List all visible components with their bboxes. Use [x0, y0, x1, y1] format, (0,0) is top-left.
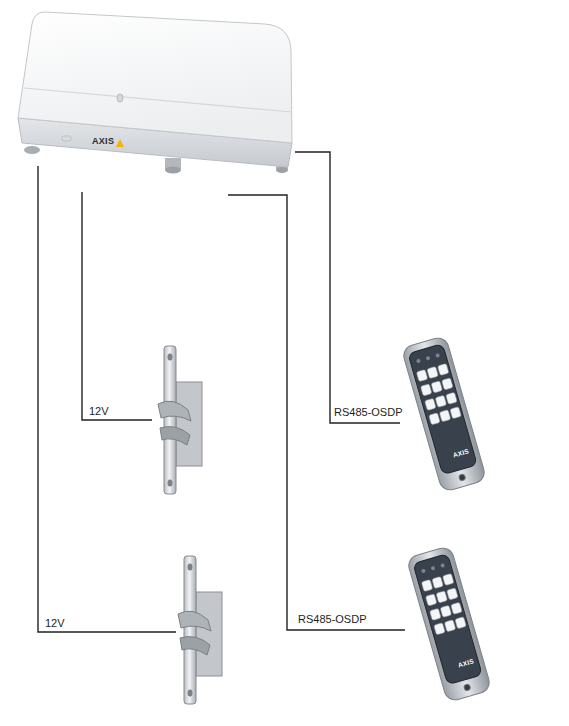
keypad-key	[446, 392, 457, 404]
keypad-key	[442, 573, 453, 585]
voltage-label: 12V	[44, 617, 66, 630]
keypad-key	[434, 623, 445, 635]
reader-housing	[401, 336, 487, 493]
door-controller: AXIS	[12, 8, 295, 195]
strike-latch	[180, 637, 210, 655]
screw-hole	[188, 564, 193, 571]
strike-body	[176, 382, 202, 466]
strike-plate	[164, 346, 176, 494]
bus-connector	[295, 152, 400, 423]
keypad-key	[430, 608, 441, 620]
controller-housing	[18, 12, 292, 174]
power-wire	[82, 192, 152, 420]
keypad-key	[435, 395, 446, 407]
bus-connector	[228, 195, 405, 630]
indicator-light	[440, 563, 445, 568]
screw-hole	[188, 690, 193, 697]
strike-latch	[158, 401, 191, 421]
housing-foot	[24, 146, 40, 154]
keyhole	[458, 474, 465, 481]
reader-housing	[406, 546, 492, 703]
keypad-key	[455, 617, 466, 629]
keypad-key	[437, 363, 448, 375]
keypad-key	[451, 602, 462, 614]
strike-plate	[184, 556, 196, 704]
keypad-key	[425, 398, 436, 410]
keypad-key	[439, 410, 450, 422]
reader-body	[401, 336, 487, 493]
reader-face	[413, 554, 482, 685]
reader-body	[406, 546, 492, 703]
strike-latch	[160, 427, 190, 445]
keypad-reader: AXIS	[400, 335, 488, 493]
strike-latch	[178, 611, 211, 631]
logo-triangle	[116, 139, 124, 147]
screw-hole	[168, 480, 173, 487]
housing-top	[18, 12, 292, 143]
door-strike	[178, 556, 222, 704]
keypad-key	[427, 366, 438, 378]
power-wire	[38, 166, 176, 632]
indicator-light	[435, 353, 440, 358]
signal-label: RS485-OSDP	[297, 613, 367, 626]
front-indicator	[62, 136, 71, 141]
keypad-key	[416, 370, 427, 382]
keypad-key	[429, 413, 440, 425]
reader-outline	[405, 545, 493, 703]
voltage-label: 12V	[88, 405, 110, 418]
screw-hole	[168, 354, 173, 361]
reader-face	[408, 344, 477, 475]
reader-outline	[400, 335, 488, 493]
door-strike	[158, 346, 202, 494]
logo-text: AXIS	[92, 137, 114, 147]
housing-foot	[165, 167, 181, 174]
keypad-reader: AXIS	[405, 545, 493, 703]
keypad-key	[425, 594, 436, 606]
keypad-key	[450, 407, 461, 419]
lid-seam	[24, 88, 292, 112]
keypad-key	[421, 580, 432, 592]
status-led	[117, 94, 123, 102]
keyhole	[463, 684, 470, 691]
keypad-key	[447, 588, 458, 600]
strike-body	[196, 592, 222, 676]
keypad-key	[431, 381, 442, 393]
indicator-light	[426, 356, 431, 361]
indicator-light	[431, 566, 436, 571]
keypad-key	[442, 378, 453, 390]
keypad-key	[420, 384, 431, 396]
keypad-key	[432, 576, 443, 588]
keypad-key	[444, 620, 455, 632]
keypad-key	[436, 591, 447, 603]
signal-label: RS485-OSDP	[333, 406, 403, 419]
housing-foot	[276, 167, 288, 173]
keypad-key	[440, 605, 451, 617]
indicator-light	[416, 359, 421, 364]
indicator-light	[421, 569, 426, 574]
